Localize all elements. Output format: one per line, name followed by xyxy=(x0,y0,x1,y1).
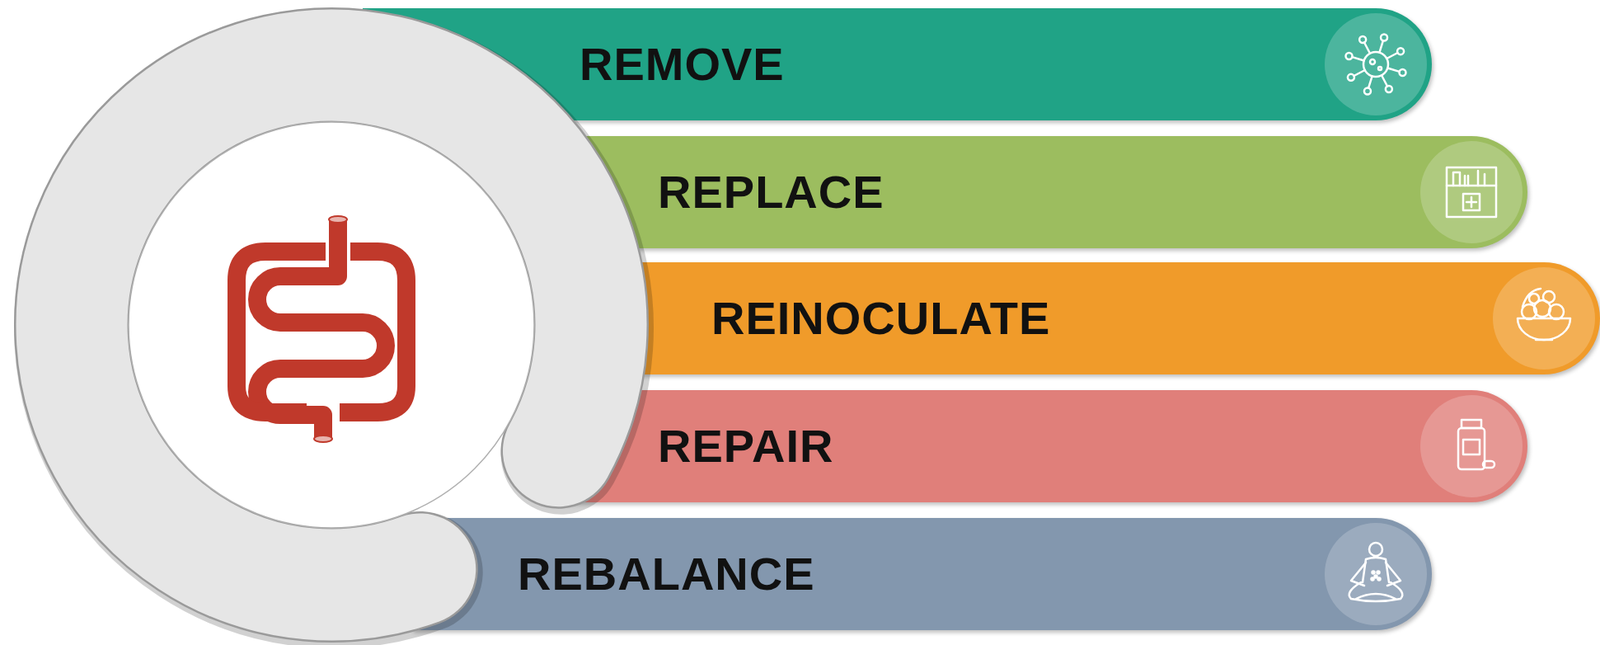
step-label: REMOVE xyxy=(579,37,785,91)
step-label: REPLACE xyxy=(657,164,885,219)
intestine-icon xyxy=(236,215,407,442)
tube-end xyxy=(314,435,333,442)
step-label: REINOCULATE xyxy=(711,290,1051,345)
step-band: REMOVE xyxy=(362,8,1432,121)
step-label: REPAIR xyxy=(657,418,834,473)
c-ring xyxy=(71,65,594,588)
ring-shadow xyxy=(74,68,594,588)
step-band: REPLACE xyxy=(527,136,1528,249)
step-band: REBALANCE xyxy=(412,517,1432,630)
intestine-segment xyxy=(339,251,407,413)
step-label: REBALANCE xyxy=(517,546,816,601)
ring-outline xyxy=(71,65,592,585)
step-band: REINOCULATE xyxy=(577,262,1600,375)
step-band: REPAIR xyxy=(560,389,1528,503)
intestine-segment xyxy=(257,220,386,437)
ring-fill xyxy=(71,65,592,585)
ring-center xyxy=(128,121,535,528)
tube-end xyxy=(328,215,348,223)
intestine-segment xyxy=(236,251,326,413)
